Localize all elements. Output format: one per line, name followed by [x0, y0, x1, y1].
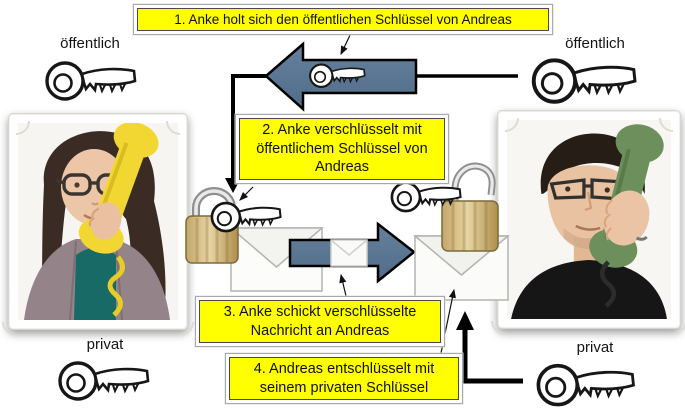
- andreas-public-key-icon: [531, 58, 637, 104]
- message-transfer-arrow: [288, 221, 417, 284]
- step-2-note: 2. Anke verschlüsselt mit öffentlichem S…: [235, 114, 449, 184]
- key-in-arrow-icon: [309, 63, 366, 88]
- label-anke-private: privat: [86, 336, 124, 353]
- step-3-note: 3. Anke schickt verschlüsselte Nachricht…: [195, 296, 445, 348]
- step-3-text: 3. Anke schickt verschlüsselte Nachricht…: [199, 300, 441, 344]
- ring: [635, 235, 648, 241]
- step-1-text: 1. Anke holt sich den öffentlichen Schlü…: [137, 8, 549, 32]
- photo-andreas: [485, 98, 685, 341]
- photo-anke: [0, 101, 200, 342]
- annotation-arrow-step2: [239, 186, 254, 201]
- key-on-padlock-icon: [210, 201, 282, 233]
- andreas-private-key-icon: [536, 363, 636, 407]
- step-2-text: 2. Anke verschlüsselt mit öffentlichem S…: [239, 118, 445, 180]
- padlock-open-icon: [441, 162, 499, 252]
- andreas-eye: [565, 186, 571, 192]
- elbow-arrow-private-key: [462, 329, 523, 384]
- phone-cord: [107, 255, 125, 317]
- label-andreas-private: privat: [576, 339, 614, 356]
- label-anke-public: öffentlich: [60, 35, 120, 52]
- andreas-nose: [584, 191, 593, 211]
- envelope-closed-icon: [228, 227, 325, 292]
- public-key-transfer-arrow: [264, 41, 418, 112]
- anke-private-key-icon: [58, 361, 150, 401]
- andreas-eye: [604, 187, 610, 193]
- anke-nose: [91, 202, 99, 206]
- envelope-open-icon: [412, 235, 511, 301]
- label-andreas-public: öffentlich: [565, 35, 625, 52]
- andreas-portrait: [507, 120, 671, 319]
- annotation-arrow-step3: [339, 273, 347, 297]
- elbow-arrowhead-up: [456, 311, 474, 330]
- key-in-open-padlock-icon: [390, 181, 462, 213]
- padlock-closed-icon: [185, 187, 239, 264]
- anke-eye: [74, 182, 80, 188]
- step-1-note: 1. Anke holt sich den öffentlichen Schlü…: [133, 4, 553, 36]
- step-4-note: 4. Andreas entschlüsselt mit seinem priv…: [225, 353, 463, 405]
- andreas-mouth: [575, 224, 601, 231]
- step-4-text: 4. Andreas entschlüsselt mit seinem priv…: [229, 357, 459, 401]
- andreas-hand: [603, 190, 650, 246]
- anke-public-key-icon: [45, 61, 137, 101]
- envelope-small-icon: [330, 239, 368, 267]
- anke-hand: [88, 202, 122, 240]
- anke-shirt: [74, 247, 116, 320]
- andreas-tshirt: [511, 260, 667, 319]
- anke-portrait: [18, 123, 178, 320]
- phone-cord: [599, 260, 617, 308]
